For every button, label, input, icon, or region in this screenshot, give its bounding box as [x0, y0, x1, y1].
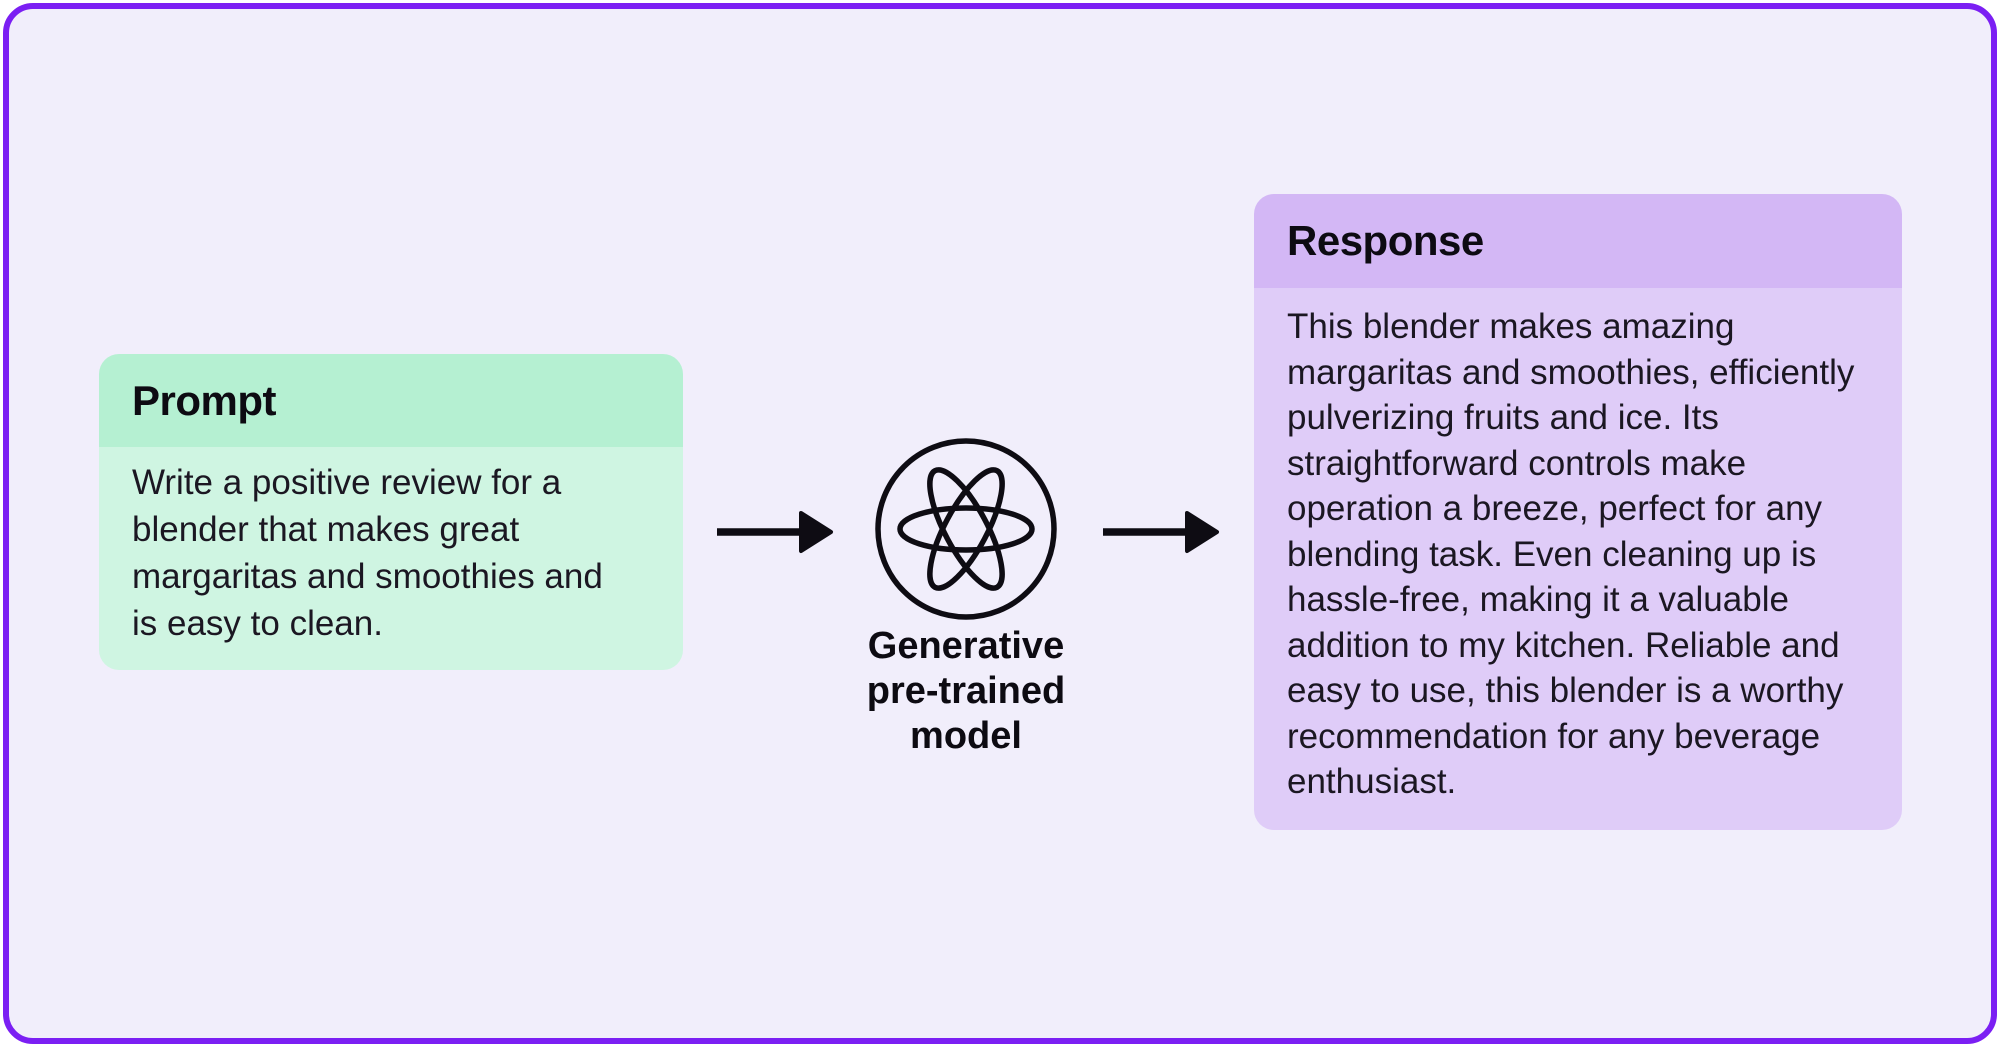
response-card-title: Response [1287, 217, 1484, 264]
prompt-card-body: Write a positive review for a blender th… [99, 447, 683, 670]
arrow-right-icon [717, 511, 833, 553]
response-text: This blender makes amazing margaritas an… [1287, 307, 1855, 801]
model-label: Generative pre-trained model [866, 625, 1066, 757]
prompt-card-title: Prompt [132, 376, 277, 424]
prompt-card: Prompt Write a positive review for a ble… [99, 354, 683, 670]
prompt-text: Write a positive review for a blender th… [132, 463, 603, 643]
prompt-card-header: Prompt [99, 354, 683, 447]
response-card-body: This blender makes amazing margaritas an… [1254, 288, 1902, 830]
response-card: Response This blender makes amazing marg… [1254, 194, 1902, 830]
arrow-right-icon [1103, 511, 1219, 553]
atom-icon [875, 438, 1057, 620]
response-card-header: Response [1254, 194, 1902, 288]
